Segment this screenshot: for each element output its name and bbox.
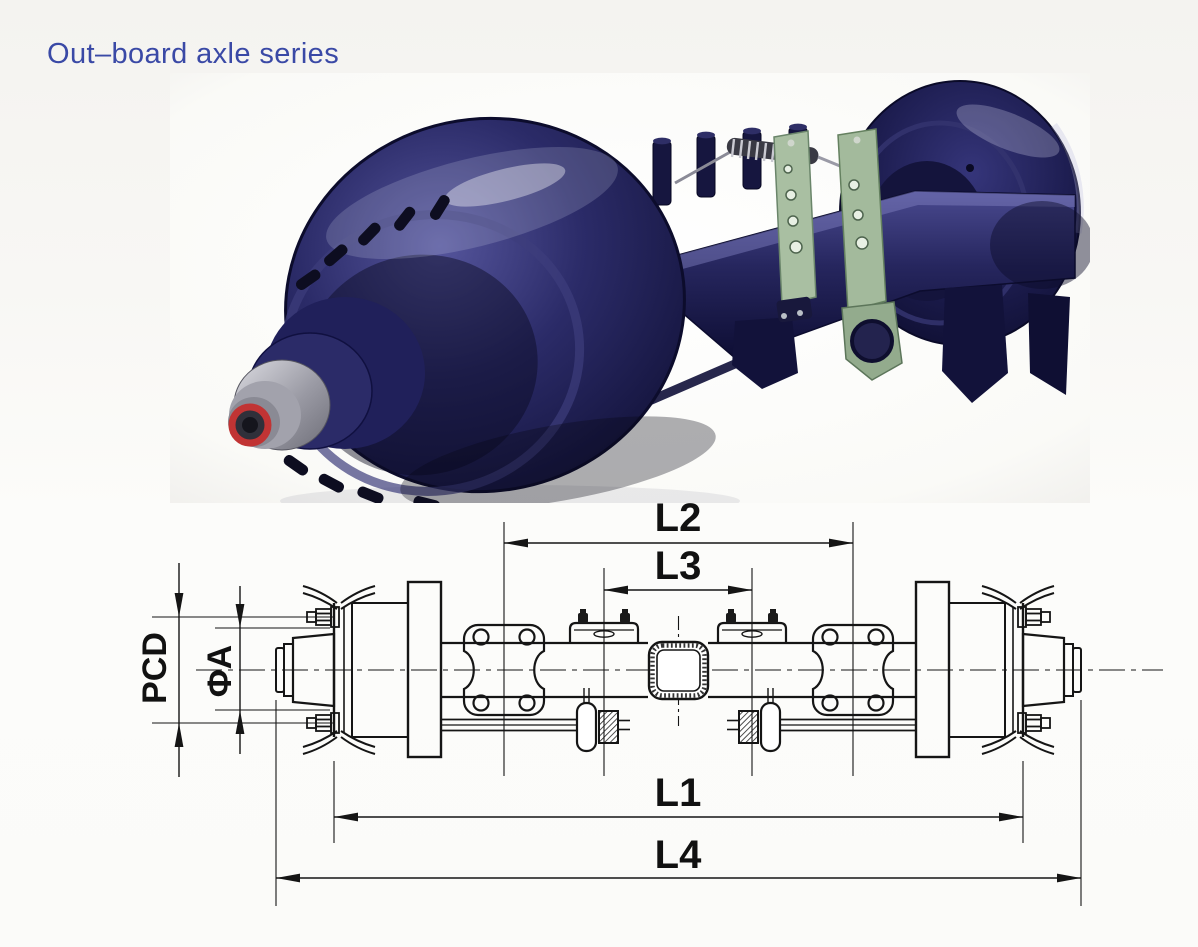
dimension-lines — [174, 538, 1081, 883]
dimension-label-l3: L3 — [655, 544, 702, 588]
extension-lines — [152, 522, 1082, 906]
dimension-l4 — [276, 873, 1081, 883]
dimension-label-l4: L4 — [655, 833, 702, 877]
page-title: Out–board axle series — [47, 38, 340, 70]
dimension-pcd — [174, 563, 184, 777]
brake-cam-hardware — [638, 285, 1070, 410]
axle-dimension-drawing: L2 L3 L1 L4 PCD ΦA — [136, 496, 1163, 906]
dimension-l2 — [504, 538, 853, 548]
dimension-label-pcd: PCD — [136, 632, 174, 704]
dimension-label-l1: L1 — [655, 771, 702, 815]
axle-square-section — [647, 640, 710, 701]
camshaft-brackets — [773, 128, 903, 381]
dimension-l1 — [334, 812, 1023, 822]
brake-flange-plate-right — [811, 623, 895, 717]
dimension-l3 — [604, 585, 752, 595]
camshaft-right — [727, 688, 916, 753]
brake-flange-plate-left — [462, 623, 546, 717]
hub-and-cap — [228, 297, 425, 451]
product-photo — [170, 73, 1090, 503]
hub-drum-right — [914, 580, 1082, 759]
dimension-label-phi-a: ΦA — [201, 645, 239, 697]
wheel-studs — [283, 194, 450, 503]
dimension-phi-a — [235, 586, 245, 754]
dimension-label-l2: L2 — [655, 496, 702, 540]
